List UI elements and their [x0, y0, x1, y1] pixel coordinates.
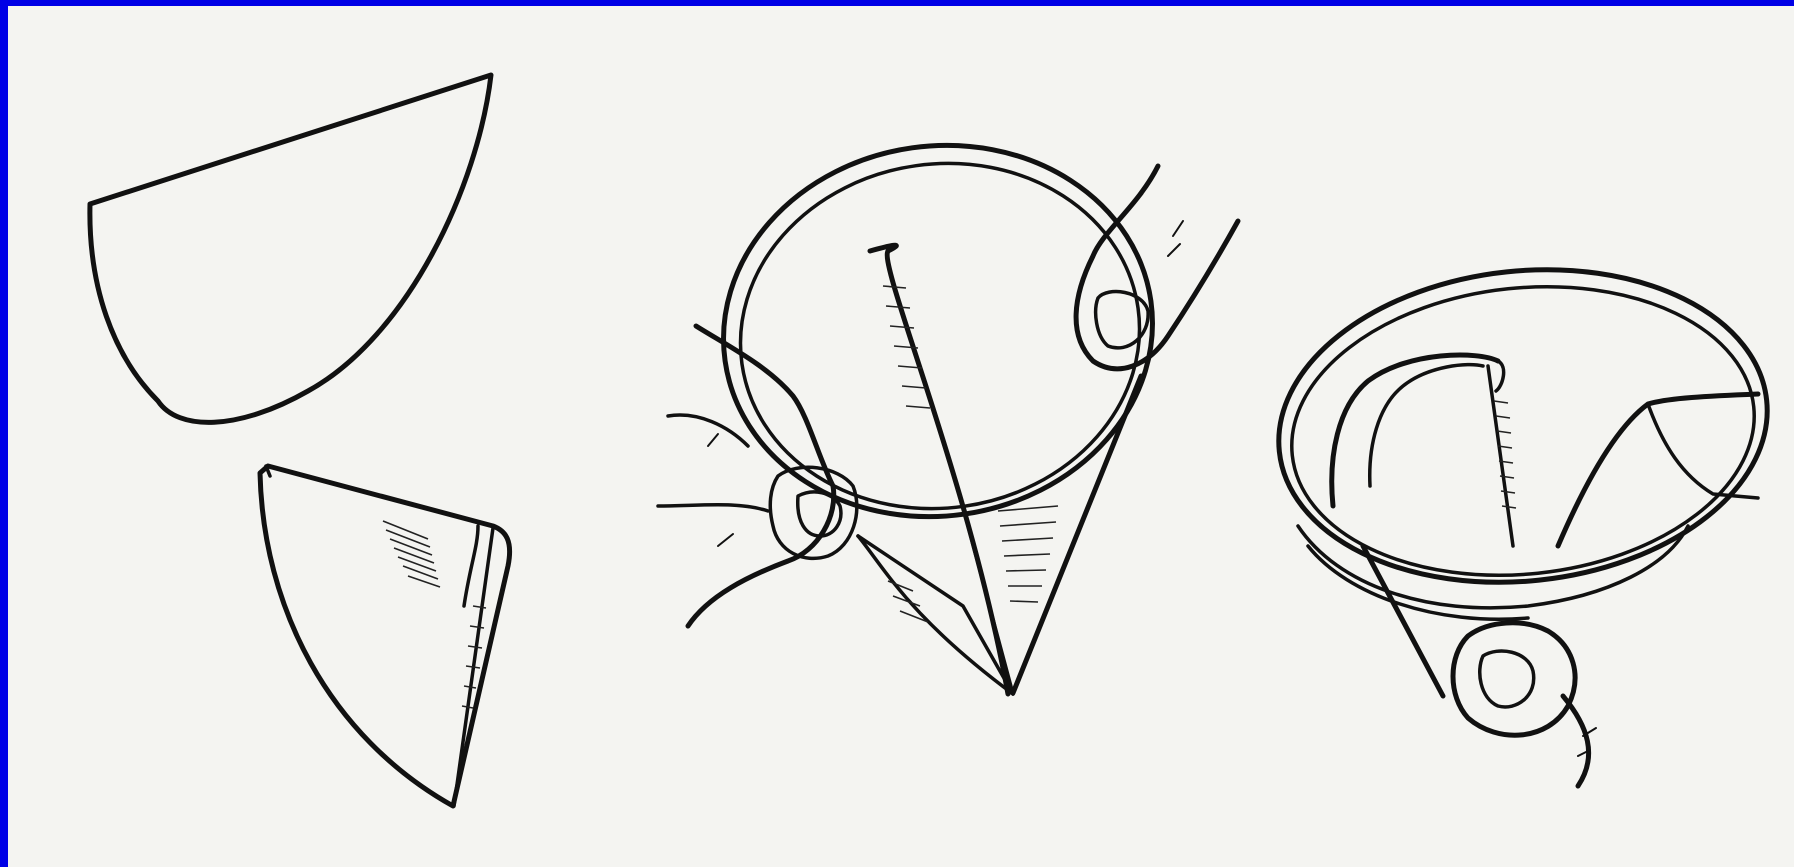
funnel-icon — [1276, 267, 1770, 699]
wet-panel — [1276, 267, 1770, 789]
hand-icon — [1073, 163, 1241, 372]
filter-paper-illustration — [8, 6, 1794, 867]
fitted-filter-icon — [1329, 352, 1517, 548]
folded-paper-icon — [257, 463, 513, 809]
funnel-icon — [721, 142, 1155, 696]
semicircle-paper-icon — [87, 72, 494, 425]
fold-panel — [87, 72, 513, 809]
hand-icon — [656, 323, 859, 629]
hand-icon — [1555, 391, 1761, 549]
insert-panel — [656, 142, 1241, 697]
paper-cone-icon — [856, 242, 1059, 697]
hand-icon — [1450, 620, 1597, 789]
